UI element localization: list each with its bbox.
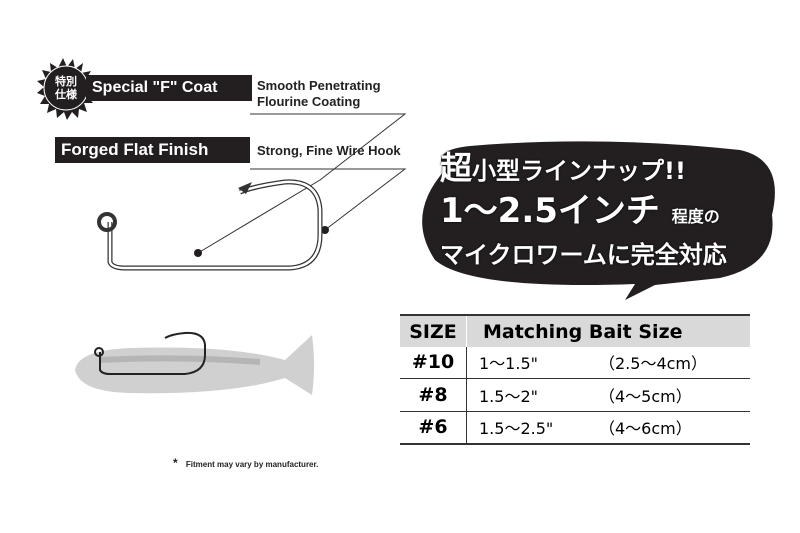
footnote-mark: * <box>173 456 178 470</box>
header-size: SIZE <box>400 315 467 347</box>
feature-desc: Strong, Fine Wire Hook <box>257 143 401 158</box>
hook-icon <box>107 179 323 271</box>
lure-illustration <box>75 331 314 395</box>
size-table: SIZE Matching Bait Size #10 1〜1.5" （2.5〜… <box>400 314 750 445</box>
feature-desc-line1: Smooth Penetrating <box>257 78 381 93</box>
feature-label-special-f-coat: Special "F" Coat <box>86 75 252 101</box>
badge-line1: 特別 <box>55 75 77 88</box>
bubble-line3: マイクロワームに完全対応 <box>440 241 727 269</box>
bubble-line2-small: 程度の <box>671 207 720 226</box>
bubble-line1: 小型ラインナップ!! <box>472 157 686 185</box>
header-matching-bait-size: Matching Bait Size <box>483 320 683 343</box>
footnote-text: Fitment may vary by manufacturer. <box>185 460 319 469</box>
feature-label-forged-flat-finish: Forged Flat Finish <box>55 137 250 163</box>
speech-bubble <box>422 141 775 300</box>
bubble-line2: 1〜2.5インチ <box>440 191 660 231</box>
table-row: #8 1.5〜2" （4〜5cm） <box>400 378 750 411</box>
feature-desc-line2: Flourine Coating <box>257 94 361 109</box>
badge-line2: 仕様 <box>55 88 77 101</box>
table-row: #6 1.5〜2.5" （4〜6cm） <box>400 411 750 444</box>
bubble-big-char: 超 <box>440 149 473 187</box>
table-row: #10 1〜1.5" （2.5〜4cm） <box>400 347 750 378</box>
